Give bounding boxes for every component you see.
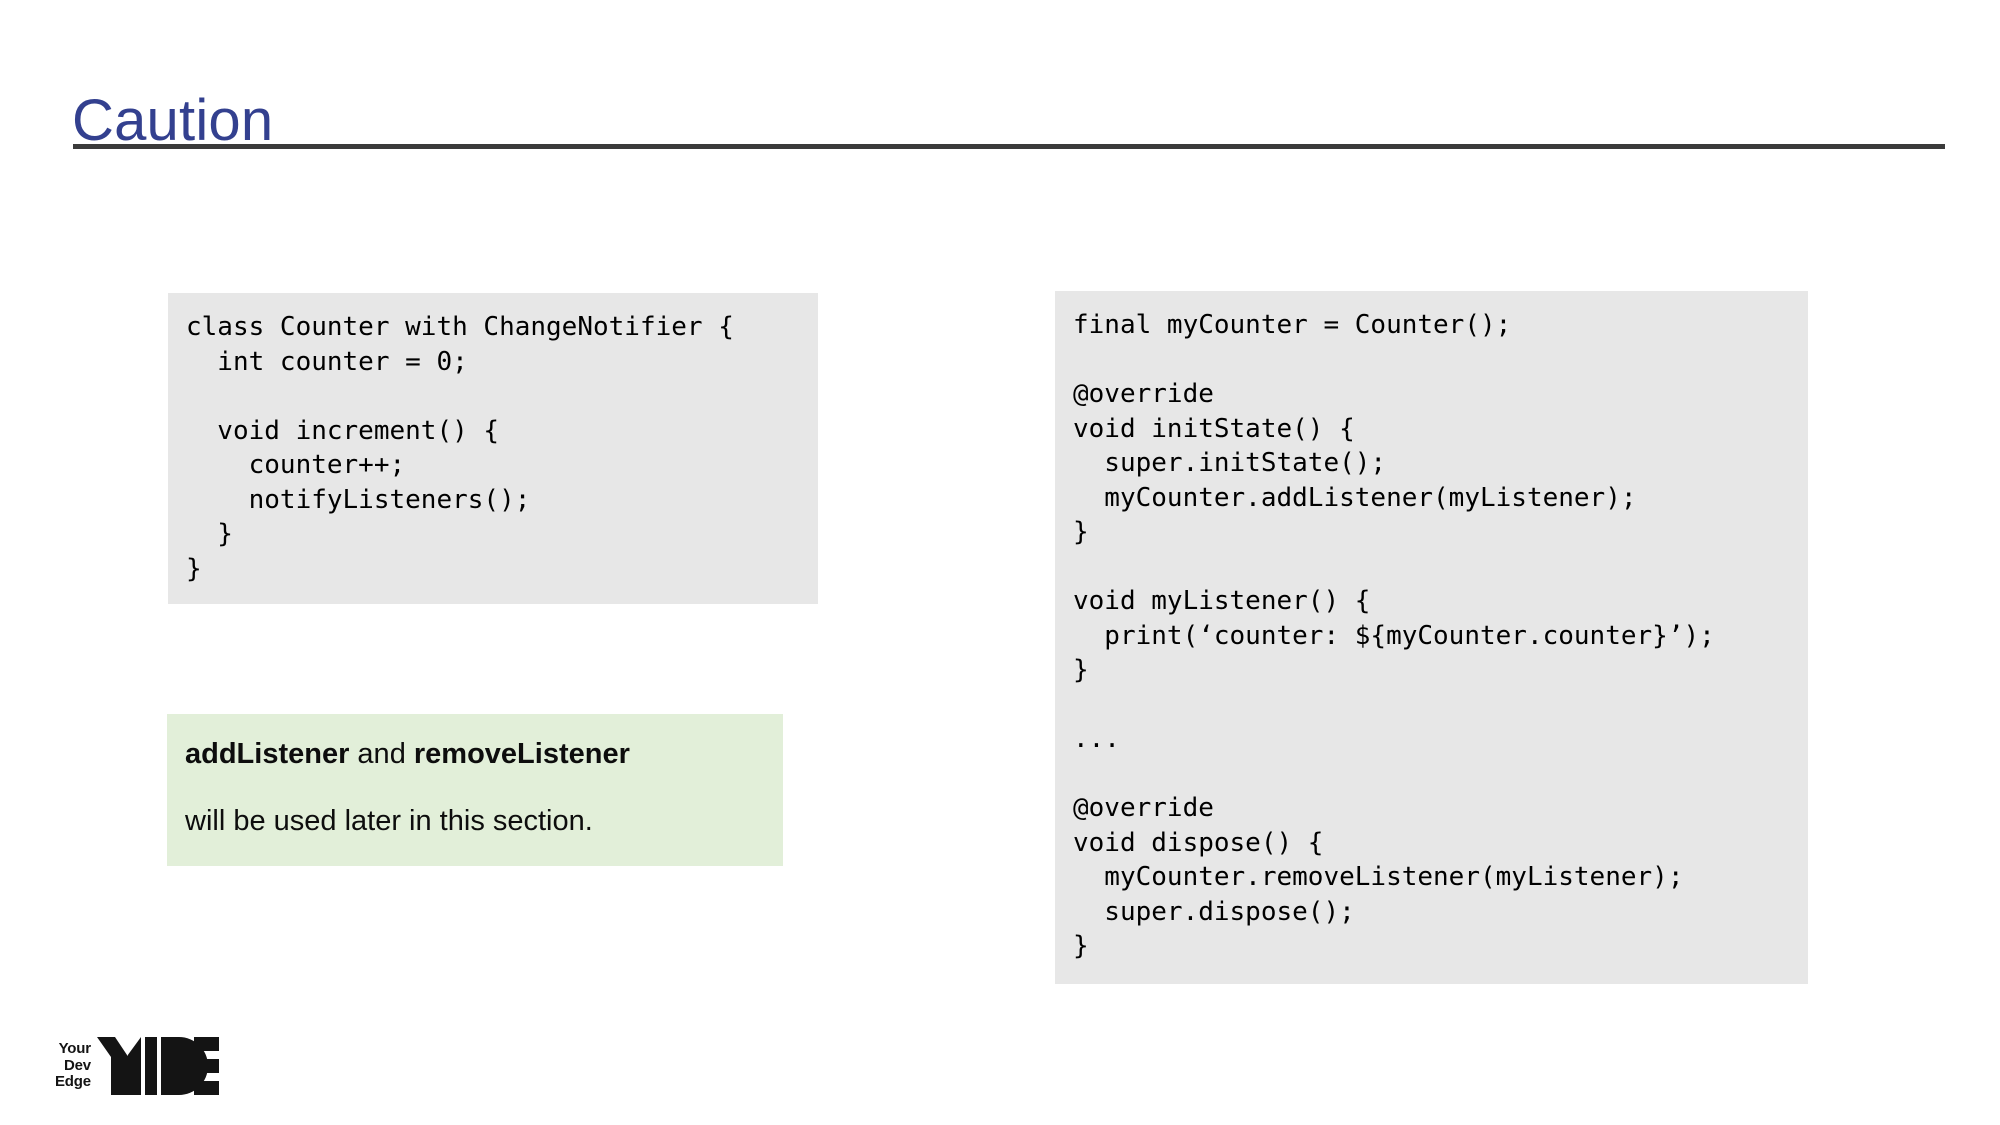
title-divider — [73, 144, 1945, 149]
logo-word-edge: Edge — [55, 1073, 91, 1091]
logo-word-your: Your — [58, 1040, 91, 1058]
yide-mark-icon — [96, 1037, 219, 1095]
logo-word-dev: Dev — [63, 1056, 91, 1074]
callout-conjunction: and — [349, 738, 414, 770]
page-title: Caution — [72, 87, 274, 153]
callout-term-add-listener: addListener — [185, 738, 350, 770]
logo-wordmark-text: Your Dev Edge — [55, 1041, 91, 1091]
callout-line-1: addListener and removeListener — [185, 740, 765, 769]
callout-term-remove-listener: removeListener — [413, 738, 630, 770]
callout-line-2: will be used later in this section. — [185, 805, 593, 837]
code-block-counter-class: class Counter with ChangeNotifier { int … — [168, 293, 818, 604]
callout-box: addListener and removeListener will be u… — [167, 714, 783, 866]
yide-logo: Your Dev Edge — [55, 1035, 219, 1097]
code-block-state-lifecycle: final myCounter = Counter(); @override v… — [1055, 291, 1808, 984]
